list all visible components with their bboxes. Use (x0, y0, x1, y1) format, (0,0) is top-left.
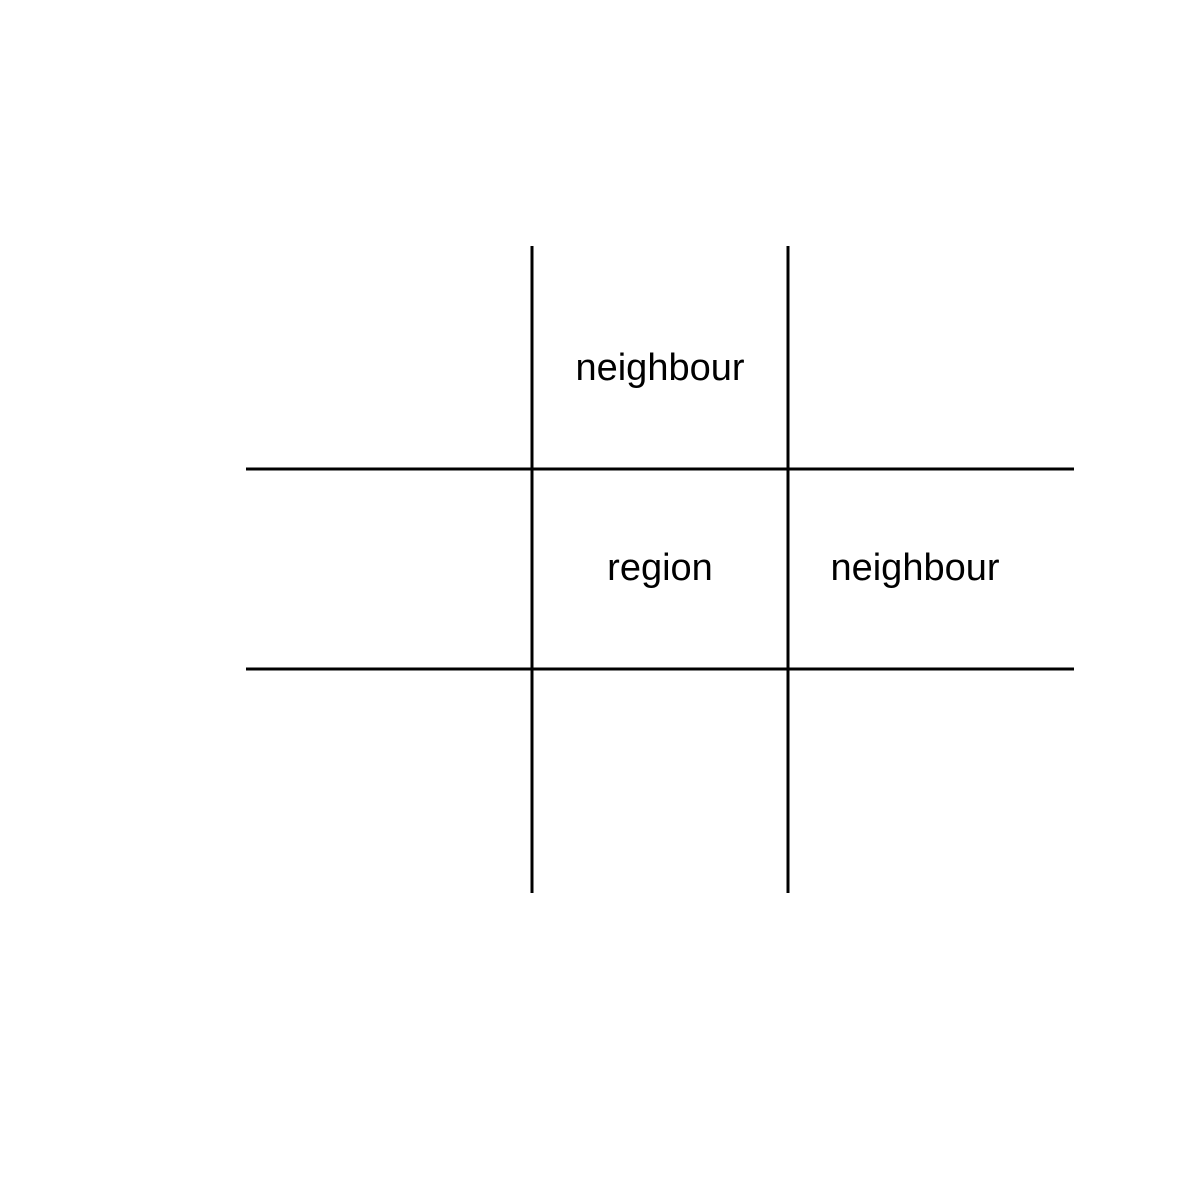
cell-label-right-neighbour: neighbour (830, 547, 999, 589)
cell-label-top-neighbour: neighbour (575, 347, 744, 389)
cell-label-region: region (607, 547, 713, 589)
